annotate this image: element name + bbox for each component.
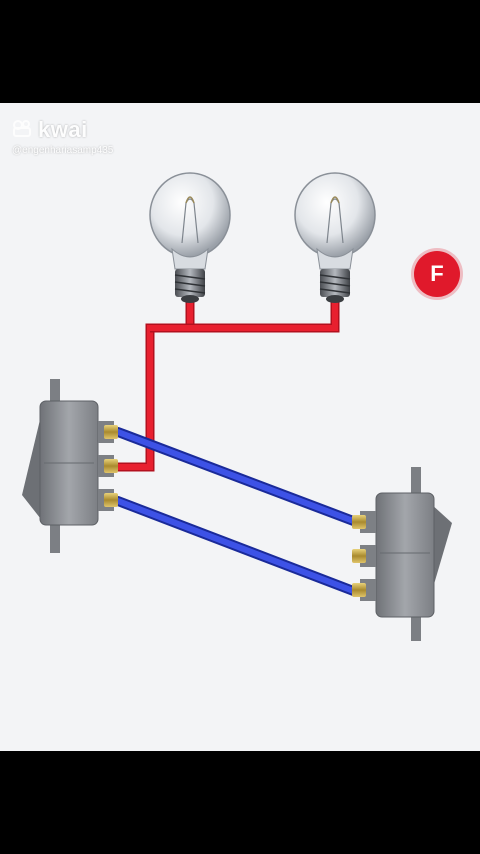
light-bulb-right-icon bbox=[294, 172, 376, 303]
wiring-diagram bbox=[22, 172, 452, 641]
light-bulb-left-icon bbox=[149, 172, 231, 303]
traveler-wire-upper bbox=[113, 427, 361, 527]
watermark-logo: kwai bbox=[12, 117, 113, 143]
traveler-wire-lower bbox=[113, 496, 361, 597]
f-badge: F bbox=[414, 251, 460, 297]
watermark-handle: @engenhariasamp435 bbox=[12, 145, 114, 156]
live-wire bbox=[118, 298, 340, 472]
watermark-brand: kwai bbox=[38, 117, 88, 142]
watermark: kwai @engenhariasamp435 bbox=[12, 117, 113, 156]
three-way-switch-right-icon bbox=[352, 467, 452, 641]
camera-icon bbox=[12, 119, 34, 141]
three-way-switch-left-icon bbox=[22, 379, 118, 553]
video-frame: kwai @engenhariasamp435 F bbox=[0, 103, 480, 751]
